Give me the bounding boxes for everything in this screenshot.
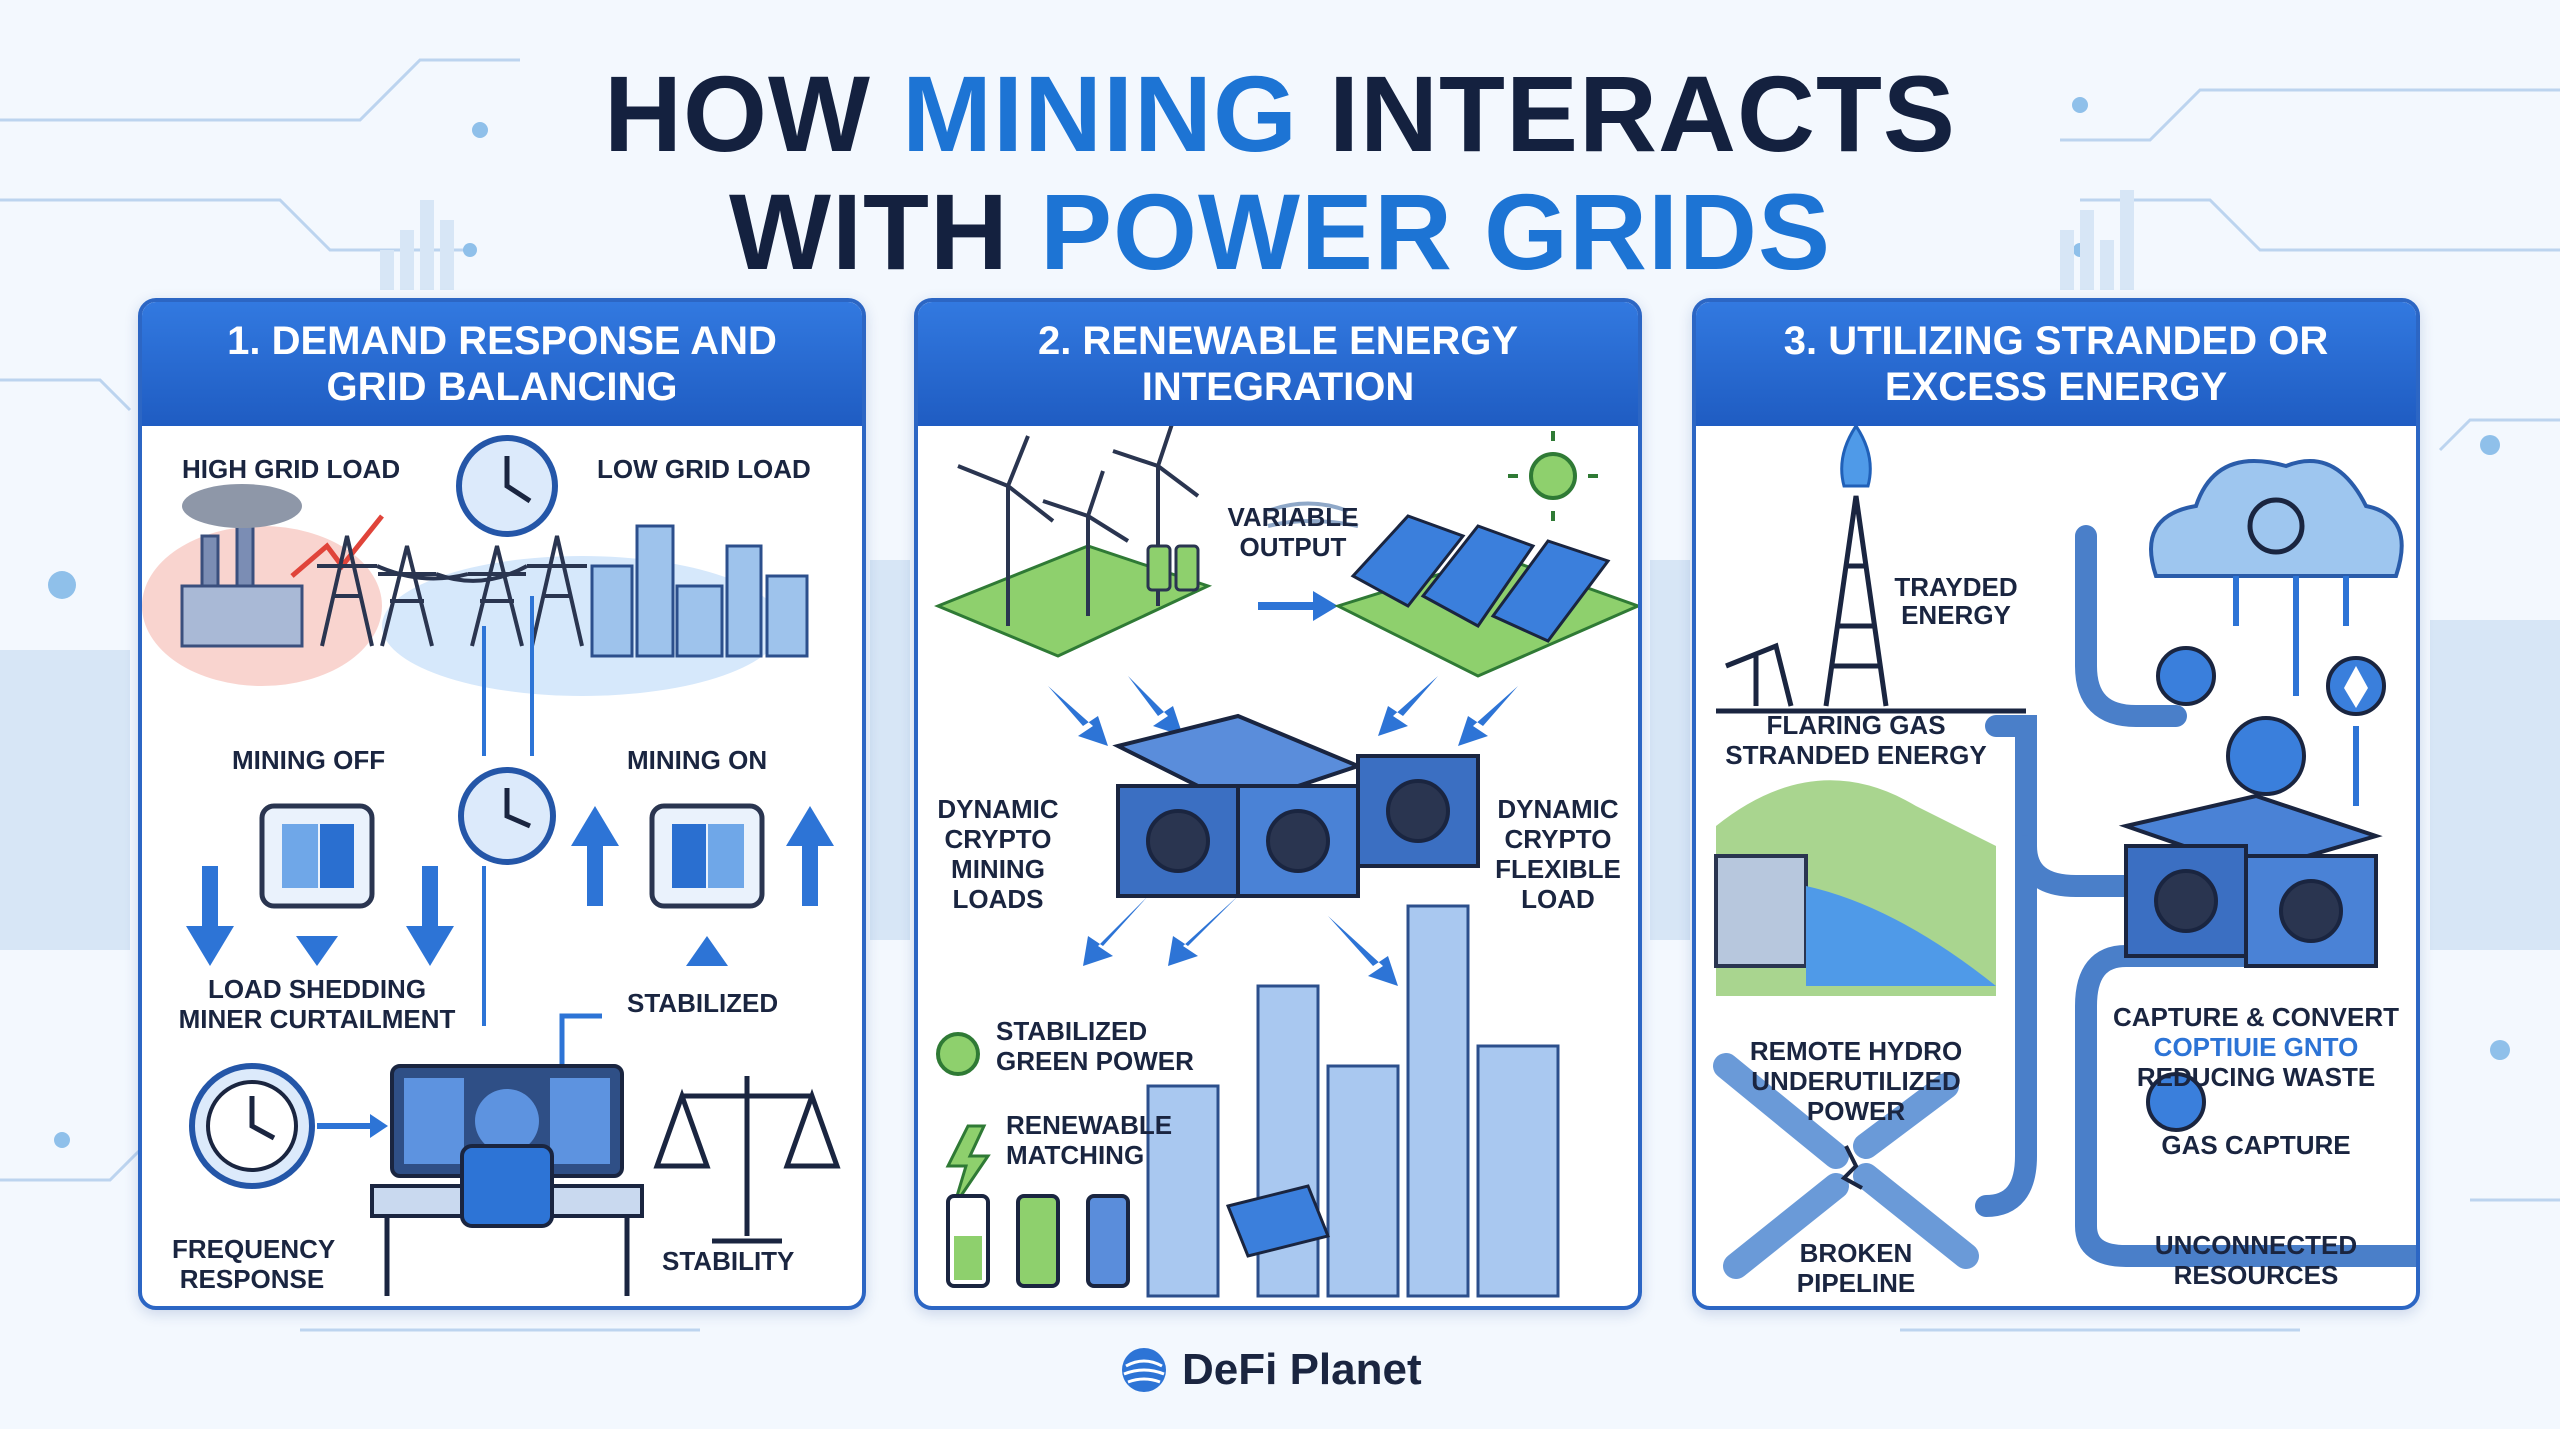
label-renewable: Renewable [1006, 1110, 1173, 1140]
label-stranded-energy: Stranded Energy [1725, 740, 1987, 770]
switch-on-icon [649, 803, 765, 909]
label-output: Output [1239, 532, 1347, 562]
label-matching: Matching [1006, 1140, 1145, 1170]
label-dynamic-left-2: Crypto [944, 824, 1052, 854]
cloud-icon [2149, 459, 2404, 578]
label-broken: Broken [1799, 1238, 1913, 1268]
title-text-1: How [604, 53, 902, 174]
label-dynamic-right-2: Crypto [1504, 824, 1612, 854]
sun-icon [936, 1032, 980, 1076]
label-remote-hydro: Remote Hydro [1749, 1036, 1963, 1066]
solar-panel-icon [1225, 1184, 1331, 1258]
label-underutilized: Underutilized [1751, 1066, 1961, 1096]
mining-container-icon [1112, 713, 1480, 898]
sun-icon [1508, 431, 1598, 521]
city-skyline-icon [1146, 904, 1560, 1298]
factory-icon [180, 484, 304, 648]
battery-icon [946, 1194, 1130, 1288]
label-coptiuie-gnto: Coptiuie Gnto [2153, 1032, 2359, 1062]
panel-renewable-integration: 2. Renewable Energy Integration [914, 298, 1642, 1310]
dam-icon [1714, 780, 1996, 996]
label-stability: Stability [662, 1246, 795, 1276]
solar-panel-icon [1350, 514, 1611, 643]
power-tower-icon [317, 535, 587, 647]
label-dynamic-right-1: Dynamic [1497, 794, 1619, 824]
load-spike-icon [290, 514, 384, 578]
clock-icon [458, 767, 556, 865]
page-title: How Mining Interacts with Power Grids [0, 55, 2560, 291]
control-desk-icon [370, 1064, 644, 1296]
label-pipeline: Pipeline [1796, 1268, 1916, 1298]
lightning-icon [945, 1124, 991, 1207]
mining-container-icon [2118, 793, 2383, 968]
panel-stranded-energy: 3. Utilizing Stranded or Excess Energy [1692, 298, 2420, 1310]
flow-arrows-icon [1048, 676, 1518, 986]
label-mining-off: Mining Off [232, 745, 386, 775]
label-power: Power [1806, 1096, 1906, 1126]
title-highlight-1: Mining [901, 53, 1298, 174]
label-miner-curtailment: Miner Curtailment [178, 1004, 456, 1034]
panel-demand-response: 1. Demand Response and Grid Balancing [138, 298, 866, 1310]
label-dynamic-left-1: Dynamic [937, 794, 1059, 824]
down-arrow-icon [186, 866, 454, 966]
label-trayded-energy: Energy [1901, 600, 2011, 630]
stopwatch-icon [189, 1063, 388, 1189]
pipeline-icon [1975, 525, 2416, 1267]
wind-turbine-icon [957, 426, 1200, 626]
bitcoin-icon [2146, 646, 2306, 1132]
label-unconnected: Unconnected [2154, 1230, 2358, 1260]
label-dynamic-right-4: Load [1521, 884, 1595, 914]
label-trayded: Trayded [1894, 572, 2018, 602]
label-stabilized-1: Stabilized [996, 1016, 1148, 1046]
broken-pipeline-icon [1713, 1053, 1979, 1279]
city-skyline-icon [590, 524, 809, 658]
oil-derrick-icon [1725, 495, 1889, 707]
panel-heading: 1. Demand Response and Grid Balancing [142, 302, 862, 426]
label-stabilized: Stabilized [627, 988, 779, 1018]
battery-icon [1146, 544, 1200, 592]
switch-off-icon [259, 803, 375, 909]
title-text-3: with [729, 171, 1040, 292]
clock-icon [456, 435, 558, 537]
renewable-integration-illustration [934, 426, 1638, 1298]
planet-logo-icon [1122, 1348, 1166, 1392]
label-capture-convert: Capture & Convert [2112, 1002, 2399, 1032]
ethereum-icon [2326, 656, 2386, 716]
label-low-grid-load: Low Grid Load [597, 454, 811, 484]
label-green-power: Green Power [996, 1046, 1194, 1076]
up-arrow-icon [571, 806, 834, 966]
label-load-shedding: Load Shedding [207, 974, 427, 1004]
label-dynamic-right-3: Flexible [1495, 854, 1621, 884]
stranded-energy-illustration [1713, 426, 2416, 1279]
label-dynamic-left-3: Mining [951, 854, 1045, 884]
label-frequency: Frequency [172, 1234, 336, 1264]
brand-name: DeFi Planet [1182, 1345, 1422, 1394]
brand-logo: DeFi Planet [1118, 1342, 1422, 1398]
title-text-2: Interacts [1297, 53, 1956, 174]
label-dynamic-left-4: Loads [952, 884, 1044, 914]
label-gas-capture: Gas Capture [2161, 1130, 2351, 1160]
gas-flame-icon [1840, 426, 1872, 488]
label-flaring-gas: Flaring Gas [1766, 710, 1946, 740]
panel-heading: 3. Utilizing Stranded or Excess Energy [1696, 302, 2416, 426]
label-high-grid-load: High Grid Load [182, 454, 401, 484]
label-mining-on: Mining On [627, 745, 768, 775]
title-highlight-2: Power Grids [1039, 171, 1831, 292]
label-variable: Variable [1227, 502, 1359, 532]
flow-arrows-icon [2233, 576, 2359, 806]
label-resources: Resources [2173, 1260, 2339, 1290]
panel-heading: 2. Renewable Energy Integration [918, 302, 1638, 426]
label-reducing-waste: Reducing Waste [2136, 1062, 2376, 1092]
balance-scale-icon [653, 1076, 841, 1244]
label-response: Response [179, 1264, 325, 1294]
demand-response-illustration [142, 435, 841, 1296]
